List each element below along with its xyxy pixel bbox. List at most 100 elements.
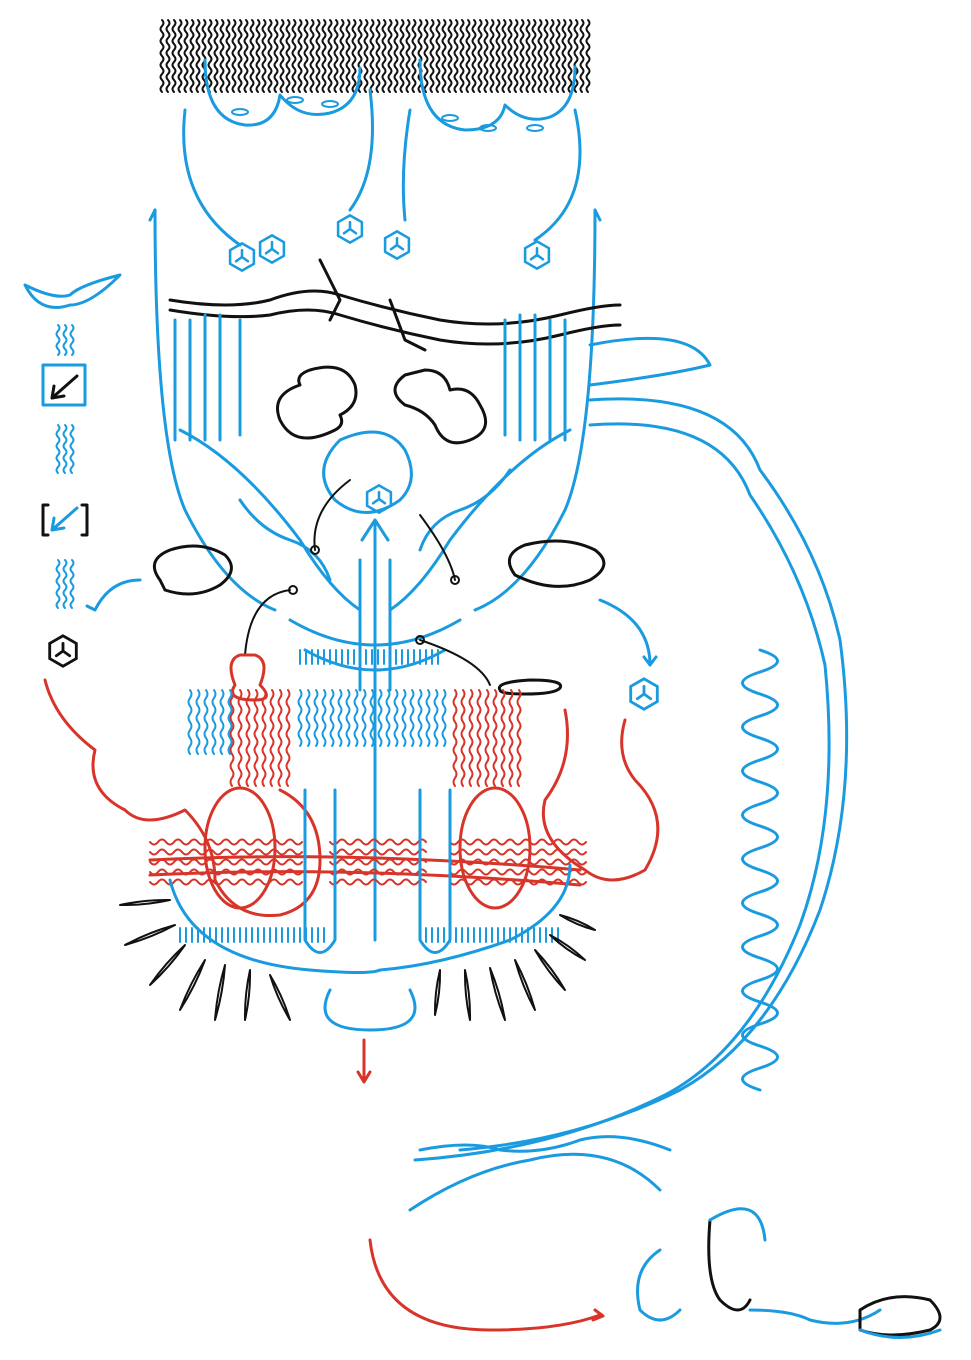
texture-strand — [339, 19, 345, 93]
texture-strand — [159, 19, 165, 93]
side-lobes — [178, 428, 572, 672]
texture-strand — [267, 19, 273, 93]
fork-channels — [173, 313, 567, 442]
barbed-line — [168, 258, 622, 352]
texture-strand — [297, 19, 303, 93]
wavy-strand — [55, 559, 61, 609]
texture-strand — [573, 19, 579, 93]
spike — [269, 974, 291, 1021]
blue-band-strand — [219, 689, 225, 755]
blue-band-strand — [195, 689, 201, 755]
vessel-walls — [148, 208, 602, 612]
texture-strand — [387, 19, 393, 93]
red-band-strand — [492, 689, 498, 787]
texture-strand — [243, 19, 249, 93]
wavy-line-icon — [55, 324, 75, 356]
blue-band-strand — [441, 689, 447, 747]
texture-strand — [285, 19, 291, 93]
texture-strand — [411, 19, 417, 93]
square-arrow-symbol-icon — [41, 363, 87, 407]
bird-icon — [23, 273, 122, 309]
tail-organism-icon — [636, 1207, 942, 1339]
blue-band-strand — [361, 689, 367, 747]
wavy-line-icon — [55, 559, 75, 609]
red-band-strand — [277, 689, 283, 787]
texture-strand — [525, 19, 531, 93]
texture-strand — [195, 19, 201, 93]
red-band-strand — [285, 689, 291, 787]
red-band-strand — [149, 858, 303, 866]
texture-strand — [549, 19, 555, 93]
texture-strand — [537, 19, 543, 93]
texture-strand — [477, 19, 483, 93]
blue-band-strand — [337, 689, 343, 747]
texture-strand — [519, 19, 525, 93]
texture-strand — [201, 19, 207, 93]
blue-band-strand — [353, 689, 359, 747]
secretion-arrows — [182, 88, 582, 247]
red-band-strand — [149, 848, 303, 856]
texture-strand — [219, 19, 225, 93]
side-arrows — [85, 578, 658, 667]
wavy-strand — [69, 324, 75, 356]
texture-strand — [165, 19, 171, 93]
wavy-strand — [69, 424, 75, 474]
texture-strand — [471, 19, 477, 93]
texture-strand — [291, 19, 297, 93]
coiled-tube-icon — [408, 336, 849, 1212]
spike — [243, 969, 252, 1021]
texture-strand — [177, 19, 183, 93]
texture-strand — [213, 19, 219, 93]
texture-strand — [441, 19, 447, 93]
cell-cluster-icon — [203, 58, 577, 132]
blue-band-strand — [313, 689, 319, 747]
red-band-strand — [253, 689, 259, 787]
blue-band-strand — [433, 689, 439, 747]
red-band-strand — [449, 838, 587, 846]
texture-strand — [459, 19, 465, 93]
texture-strand — [303, 19, 309, 93]
red-band-strand — [149, 868, 303, 876]
wavy-strand — [69, 559, 75, 609]
blue-band-strand — [417, 689, 423, 747]
red-band-strand — [149, 878, 303, 886]
texture-strand — [531, 19, 537, 93]
red-band-strand — [245, 689, 251, 787]
texture-strand — [507, 19, 513, 93]
red-band-strand — [484, 689, 490, 787]
spike — [489, 967, 506, 1021]
blue-band-strand — [409, 689, 415, 747]
texture-strand — [231, 19, 237, 93]
texture-strand — [207, 19, 213, 93]
membrane-texture-icon — [159, 19, 591, 93]
texture-strand — [495, 19, 501, 93]
texture-strand — [489, 19, 495, 93]
blue-band-strand — [345, 689, 351, 747]
red-band-strand — [329, 868, 427, 876]
texture-strand — [273, 19, 279, 93]
blue-band-strand — [321, 689, 327, 747]
leader-lines — [244, 479, 491, 686]
texture-strand — [369, 19, 375, 93]
texture-strand — [255, 19, 261, 93]
texture-strand — [555, 19, 561, 93]
texture-strand — [579, 19, 585, 93]
red-band-strand — [500, 689, 506, 787]
spike — [534, 949, 566, 991]
red-band-strand — [261, 689, 267, 787]
texture-strand — [321, 19, 327, 93]
red-band-strand — [229, 689, 235, 787]
texture-strand — [279, 19, 285, 93]
texture-strand — [261, 19, 267, 93]
texture-strand — [309, 19, 315, 93]
texture-strand — [183, 19, 189, 93]
spike — [179, 959, 206, 1011]
bracket-arrow-symbol-icon — [41, 503, 89, 537]
blue-band-strand — [305, 689, 311, 747]
spike — [119, 898, 171, 907]
red-band-strand — [329, 878, 427, 886]
red-band-strand — [329, 838, 427, 846]
red-band-strand — [237, 689, 243, 787]
wavy-strand — [55, 424, 61, 474]
